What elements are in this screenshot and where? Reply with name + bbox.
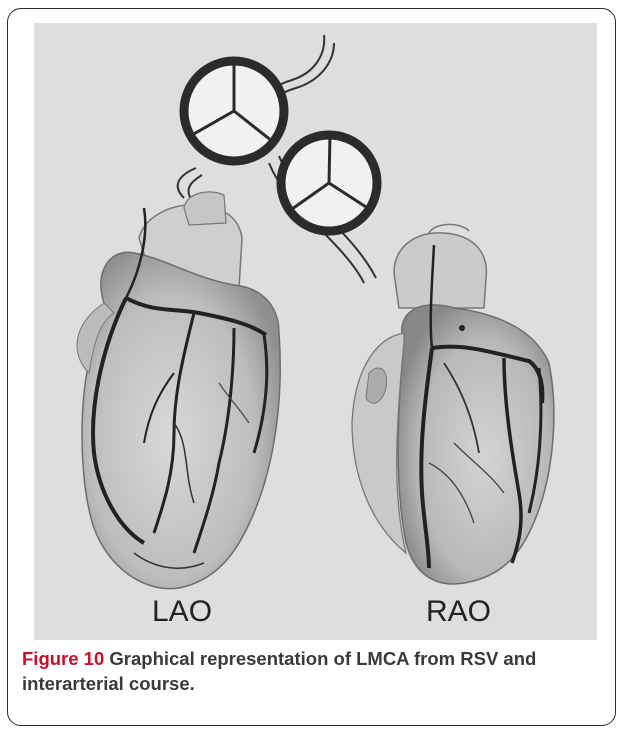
figure-caption: Figure 10 Graphical representation of LM… [22, 646, 602, 696]
figure-caption-label: Figure 10 [22, 648, 104, 669]
panel-label-lao: LAO [152, 595, 212, 628]
figure-illustration: LAO RAO [34, 23, 597, 640]
panel-label-rao: RAO [426, 595, 491, 628]
